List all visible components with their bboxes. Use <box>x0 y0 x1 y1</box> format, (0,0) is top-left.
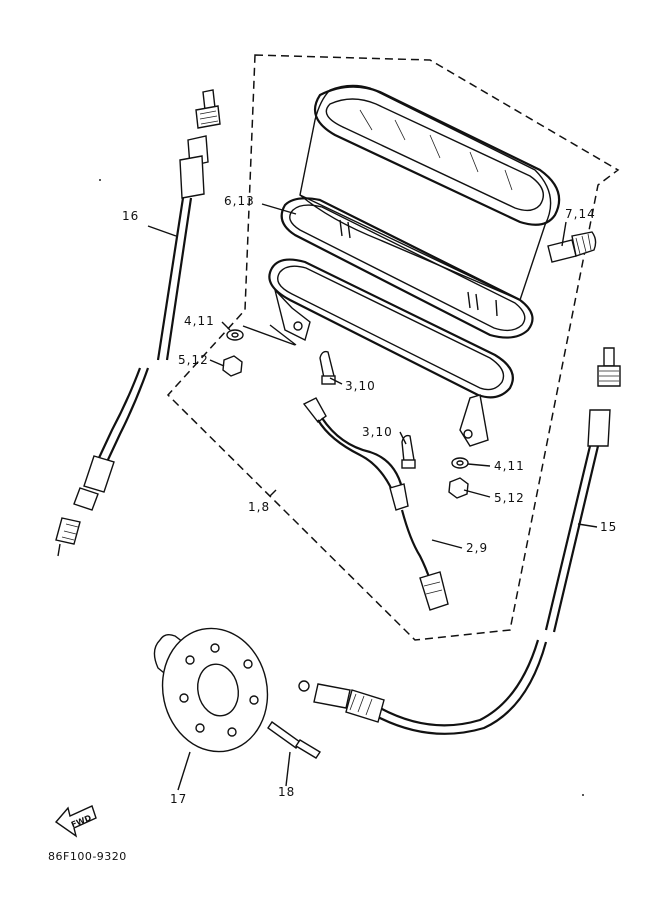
nut-left <box>222 355 243 377</box>
nut-right <box>448 477 469 499</box>
label-washer-left: 4,11 <box>184 314 215 328</box>
leader-lines <box>147 203 598 791</box>
label-nut-right: 5,12 <box>494 491 525 505</box>
washer-right <box>451 457 469 469</box>
label-knob: 7,14 <box>565 207 596 221</box>
speedometer-gear-unit <box>153 627 269 753</box>
washer-left <box>226 329 244 341</box>
leader-bracket-left <box>242 324 297 346</box>
meter-housing <box>299 84 561 317</box>
upper-gasket <box>280 197 534 339</box>
speedometer-cable-left <box>55 89 221 557</box>
wire-harness <box>302 397 449 611</box>
pin <box>267 721 321 759</box>
callout-labels: 16 6,13 7,14 4,11 5,12 3,10 3,10 4,11 5,… <box>122 194 617 806</box>
label-gasket: 6,13 <box>224 194 255 208</box>
label-bulb-lower: 3,10 <box>362 425 393 439</box>
speedometer-cable-right <box>298 347 621 735</box>
label-meter-assembly: 1,8 <box>248 500 270 514</box>
trip-knob <box>547 231 597 263</box>
meter-case <box>268 258 514 447</box>
label-bulb-upper: 3,10 <box>345 379 376 393</box>
label-pin: 18 <box>278 785 295 799</box>
label-washer-right: 4,11 <box>494 459 525 473</box>
speck <box>582 794 584 796</box>
assembly-boundary <box>166 54 620 641</box>
drawing-code: 86F100-9320 <box>48 850 127 863</box>
speck <box>99 179 101 181</box>
label-harness: 2,9 <box>466 541 488 555</box>
label-nut-left: 5,12 <box>178 353 209 367</box>
label-cable-right: 15 <box>600 520 617 534</box>
label-cable-left: 16 <box>122 209 139 223</box>
label-gear-unit: 17 <box>170 792 187 806</box>
forward-arrow-icon: FWD <box>54 805 97 838</box>
